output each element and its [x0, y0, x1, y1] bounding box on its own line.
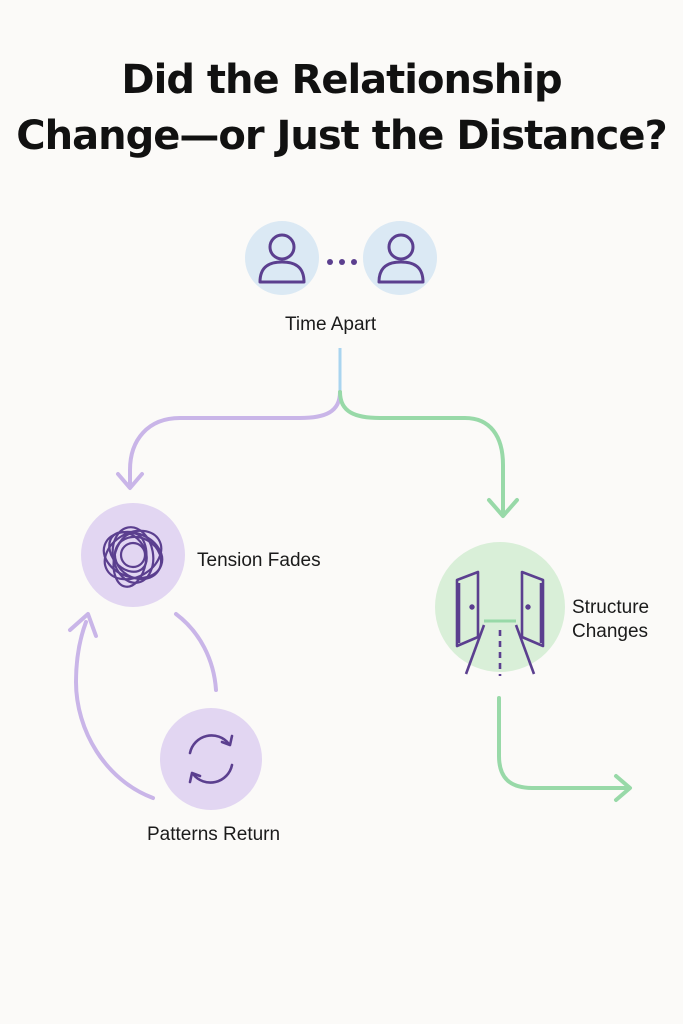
- structure-changes-label-line-2: Changes: [572, 621, 649, 642]
- ellipsis-dots-icon: [327, 259, 357, 265]
- tension-fades-node: [81, 503, 185, 607]
- open-doors-icon: [455, 570, 545, 676]
- purple-branch-arrow: [116, 390, 342, 490]
- structure-changes-node: [435, 542, 565, 676]
- structure-changes-label-line-1: Structure: [572, 597, 650, 618]
- patterns-return-node: [160, 708, 262, 810]
- person-right-icon: [363, 221, 437, 295]
- tangled-loops-icon: [102, 526, 164, 588]
- cycle-arrows-icon: [188, 734, 234, 784]
- tension-fades-label: Tension Fades: [197, 550, 321, 571]
- patterns-return-label: Patterns Return: [147, 824, 281, 845]
- time-apart-node: [245, 221, 437, 295]
- title-line-1: Did the Relationship: [121, 57, 562, 103]
- title-line-2: Change—or Just the Distance?: [16, 113, 667, 159]
- structure-changes-label: Structure Changes: [572, 596, 649, 644]
- green-branch-arrow: [338, 390, 519, 518]
- person-left-icon: [245, 221, 319, 295]
- time-apart-label: Time Apart: [285, 314, 377, 335]
- green-exit-arrow: [497, 696, 632, 802]
- page-title: Did the Relationship Change—or Just the …: [0, 52, 683, 164]
- cycle-arrows: [68, 612, 218, 800]
